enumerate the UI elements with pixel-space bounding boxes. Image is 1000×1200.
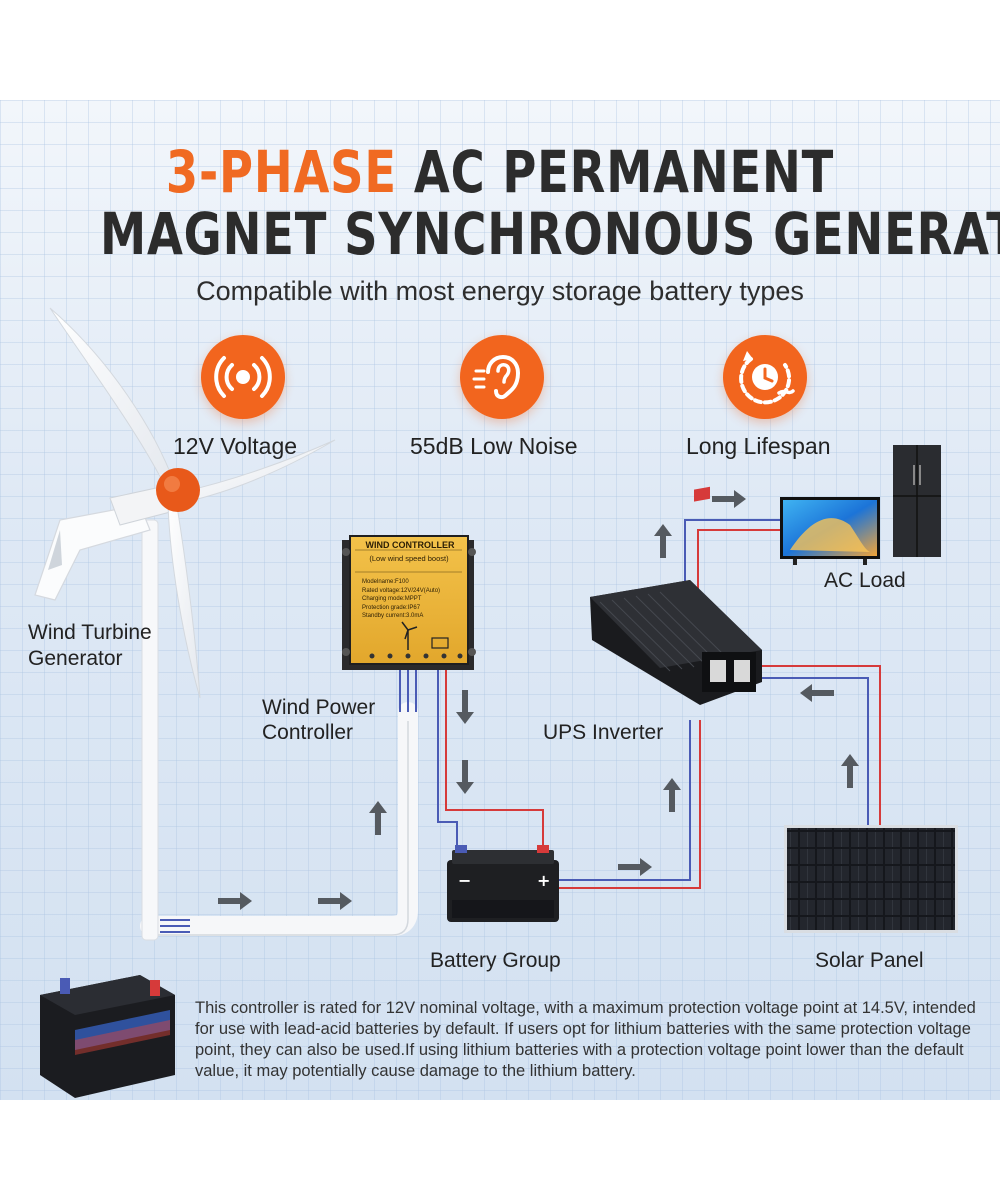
feature-icon-noise xyxy=(460,335,544,419)
label-battery-group: Battery Group xyxy=(430,949,561,972)
headline-accent: 3-PHASE xyxy=(165,138,397,206)
label-ups-inverter: UPS Inverter xyxy=(543,721,664,744)
feature-icon-voltage xyxy=(201,335,285,419)
wire-inverter-load-red xyxy=(697,529,780,590)
battery-group-device: − + xyxy=(447,845,559,922)
wind-controller-device xyxy=(342,535,476,670)
label-wind-turbine-line2: Generator xyxy=(28,647,123,670)
phase-wires xyxy=(160,670,417,933)
wire-solar-inverter-blue xyxy=(760,677,869,828)
controller-spec: Standby current:3.0mA xyxy=(362,613,424,619)
wire-battery-inverter-red xyxy=(557,720,701,889)
controller-spec: Charging mode:MPPT xyxy=(362,596,422,602)
headline-line-2: MAGNET SYNCHRONOUS GENERATOR xyxy=(100,200,1000,268)
system-diagram: − + xyxy=(34,307,958,1098)
headline-rest: AC PERMANENT xyxy=(396,138,835,206)
ups-inverter-device xyxy=(590,486,762,705)
wind-turbine xyxy=(34,307,336,941)
wire-controller-battery-blue xyxy=(437,670,458,852)
lithium-battery-image xyxy=(40,975,175,1098)
flow-arrows xyxy=(218,490,859,910)
wire-inverter-load-blue xyxy=(684,519,780,590)
controller-spec: Protection grade:IP67 xyxy=(362,604,421,611)
controller-spec-list: Modelname:F100 Rated voltage:12V/24V(Aut… xyxy=(362,578,462,621)
feature-icon-lifespan xyxy=(723,335,807,419)
label-wind-turbine-line1: Wind Turbine xyxy=(28,621,152,644)
label-ac-load: AC Load xyxy=(824,569,906,592)
clock-arrow-icon xyxy=(739,351,795,405)
ear-icon xyxy=(472,354,521,400)
ac-load-devices xyxy=(780,445,941,565)
label-controller-line1: Wind Power xyxy=(262,696,376,719)
feature-label-voltage: 12V Voltage xyxy=(173,433,298,459)
solar-panel-device xyxy=(784,825,958,933)
svg-text:+: + xyxy=(537,871,550,890)
controller-device-subtitle: (Low wind speed boost) xyxy=(369,554,449,563)
compatibility-note: This controller is rated for 12V nominal… xyxy=(195,999,976,1080)
label-controller-line2: Controller xyxy=(262,721,354,744)
subtitle: Compatible with most energy storage batt… xyxy=(196,276,804,306)
svg-text:−: − xyxy=(458,871,471,890)
label-solar-panel: Solar Panel xyxy=(815,949,924,972)
wire-controller-battery-red xyxy=(445,670,544,852)
wire-solar-inverter-red xyxy=(760,665,881,828)
headline-line-1: 3-PHASE AC PERMANENT xyxy=(100,138,900,206)
controller-spec: Rated voltage:12V/24V(Auto) xyxy=(362,587,441,594)
controller-spec: Modelname:F100 xyxy=(362,579,409,585)
feature-label-lifespan: Long Lifespan xyxy=(686,433,831,459)
feature-label-noise: 55dB Low Noise xyxy=(410,433,578,459)
signal-waves-icon xyxy=(214,356,272,398)
controller-device-title: WIND CONTROLLER xyxy=(365,540,455,550)
product-infographic: 3-PHASE AC PERMANENT MAGNET SYNCHRONOUS … xyxy=(0,100,1000,1100)
wire-battery-inverter-blue xyxy=(557,720,691,881)
